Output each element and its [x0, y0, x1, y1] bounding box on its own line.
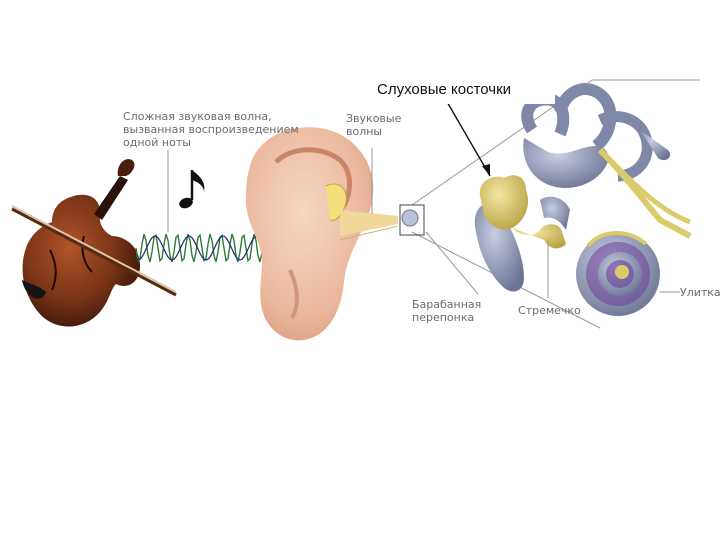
stapes-label: Стремечко — [518, 304, 581, 317]
outer-ear-drawing — [246, 127, 398, 340]
inner-ear-drawing — [475, 89, 690, 316]
sound-waves-label: Звуковые волны — [346, 112, 401, 138]
ossicles-title: Слуховые косточки — [355, 80, 555, 104]
eardrum-label: Барабанная перепонка — [412, 298, 481, 324]
ossicles-arrow — [446, 100, 490, 176]
music-note — [178, 170, 205, 210]
cochlea-label: Улитка — [680, 286, 720, 299]
eardrum-small — [402, 210, 418, 226]
eardrum-leader — [426, 232, 478, 294]
violin-drawing — [12, 159, 176, 326]
ossicles-arrowhead — [482, 164, 490, 176]
complex-wave-label: Сложная звуковая волна, вызванная воспро… — [123, 110, 299, 149]
